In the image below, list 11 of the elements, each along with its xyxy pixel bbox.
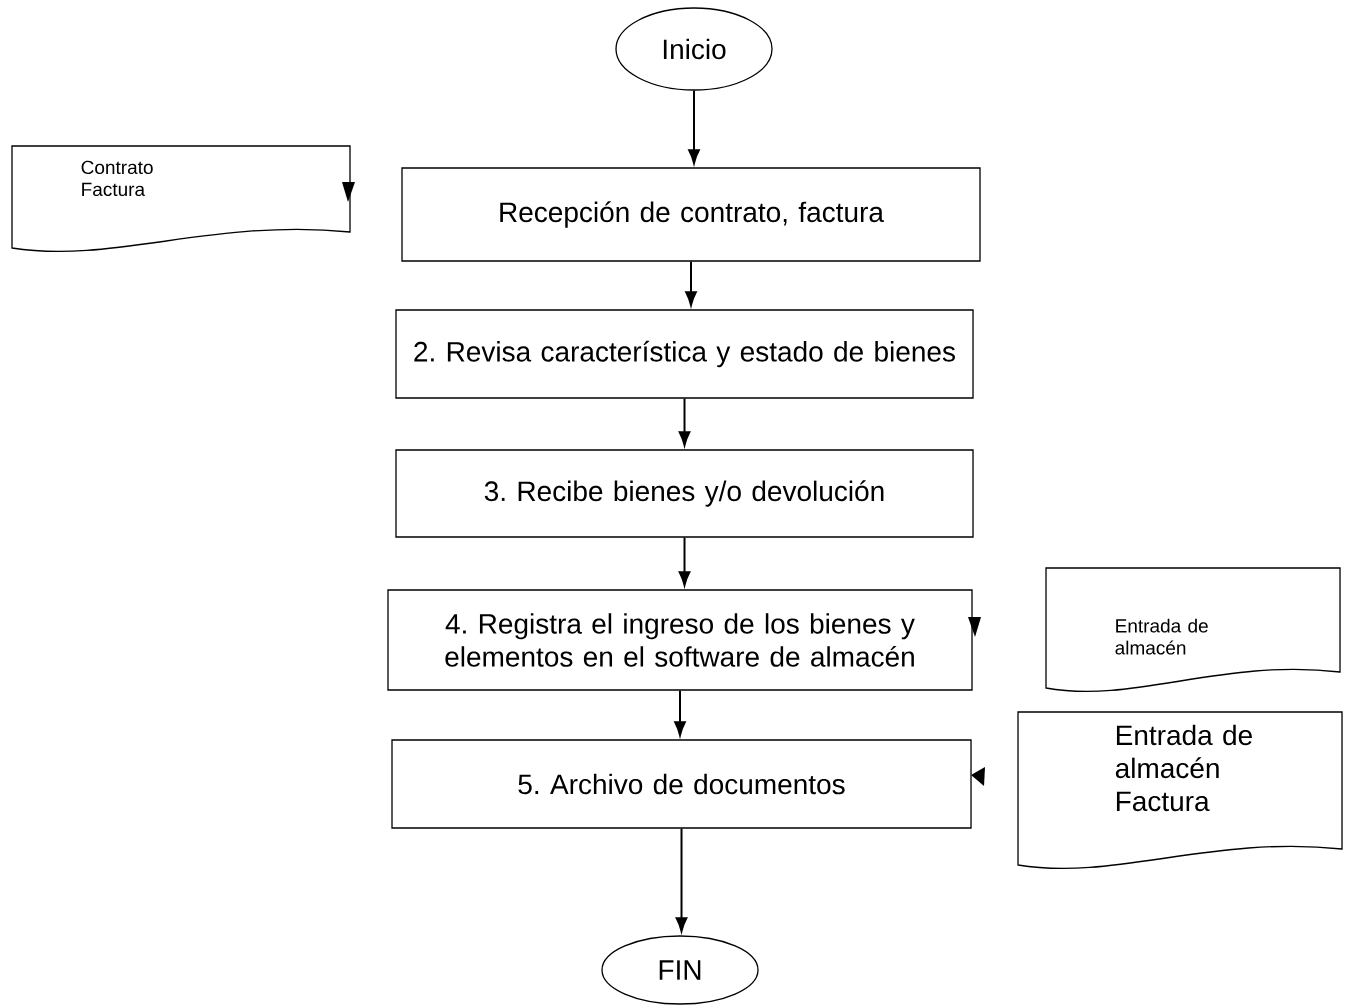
process-box: 4. Registra el ingreso de los bienes y elementos en el software de almacén: [387, 589, 973, 691]
arrow: [678, 397, 691, 447]
process-box: Recepción de contrato, factura: [401, 167, 981, 262]
process-box: 5. Archivo de documentos: [391, 739, 972, 829]
process-box: 3. Recibe bienes y/o devolución: [395, 449, 974, 538]
process-box: 2. Revisa característica y estado de bienes: [395, 309, 974, 399]
arrow: [688, 89, 700, 165]
arrow: [685, 260, 697, 307]
arrow: [674, 689, 686, 737]
arrow: [675, 827, 688, 933]
arrow: [678, 536, 691, 587]
